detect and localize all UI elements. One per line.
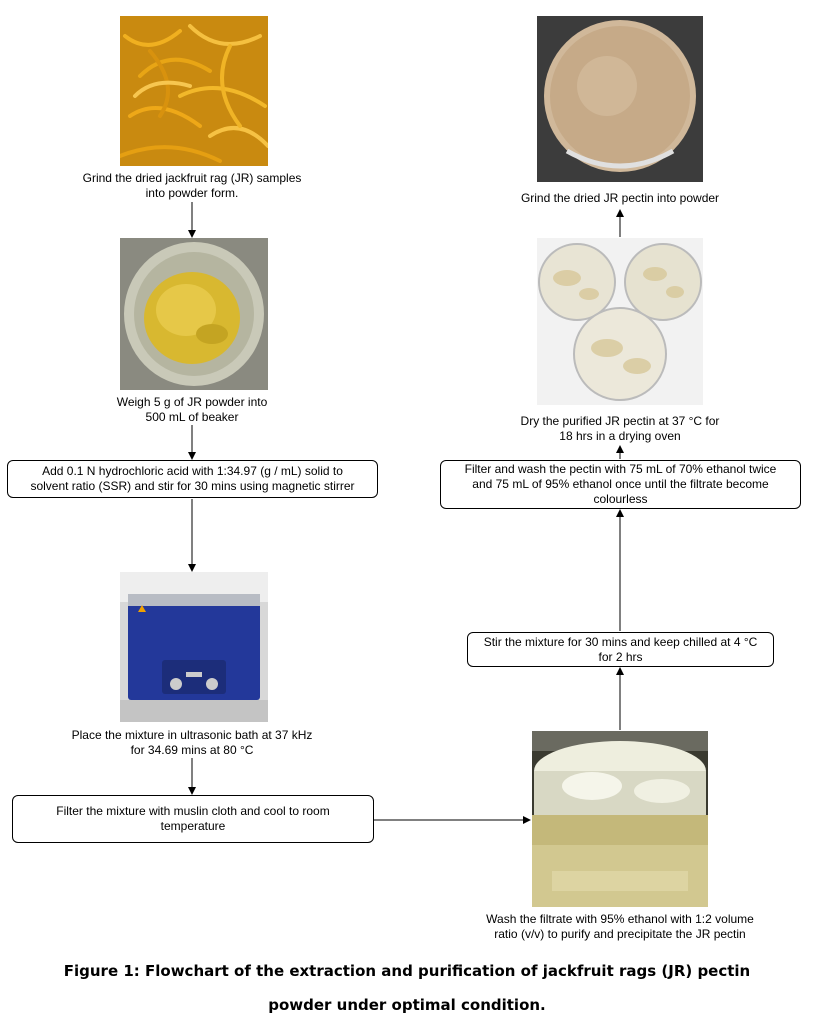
step-3-box: Add 0.1 N hydrochloric acid with 1:34.97…	[7, 460, 378, 498]
step-4-label: Place the mixture in ultrasonic bath at …	[71, 728, 313, 757]
step-1-label: Grind the dried jackfruit rag (JR) sampl…	[82, 171, 302, 200]
photo-dried-pectin-petri-dishes	[537, 238, 703, 405]
figure-caption-line-1: Figure 1: Flowchart of the extraction an…	[63, 962, 751, 980]
step-8-box: Filter and wash the pectin with 75 mL of…	[440, 460, 801, 509]
step-6-label: Wash the filtrate with 95% ethanol with …	[486, 912, 754, 941]
step-10-label: Grind the dried JR pectin into powder	[520, 191, 720, 205]
photo-filtrate-precipitate	[532, 731, 708, 907]
step-7-box: Stir the mixture for 30 mins and keep ch…	[467, 632, 774, 667]
figure-caption-line-2: powder under optimal condition.	[268, 996, 546, 1014]
photo-ultrasonic-bath	[120, 572, 268, 722]
photo-jr-powder-beaker	[120, 238, 268, 390]
photo-dried-jackfruit-rag	[120, 16, 268, 166]
step-5-box: Filter the mixture with muslin cloth and…	[12, 795, 374, 843]
photo-pectin-powder	[537, 16, 703, 182]
